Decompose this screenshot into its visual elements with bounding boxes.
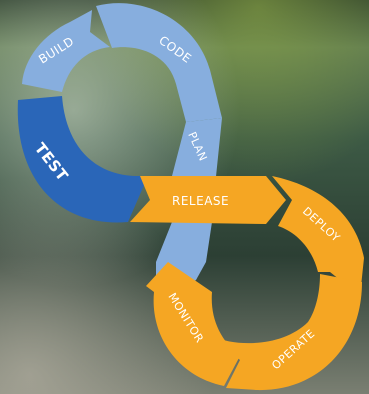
build-segment bbox=[22, 10, 110, 92]
code-segment bbox=[96, 3, 222, 123]
operate-segment bbox=[212, 274, 362, 391]
release-segment bbox=[130, 176, 286, 224]
deploy-segment bbox=[272, 176, 364, 296]
ops-loop bbox=[130, 176, 364, 391]
monitor-segment bbox=[146, 262, 240, 386]
test-segment bbox=[17, 96, 148, 223]
label-release: RELEASE bbox=[172, 194, 229, 208]
